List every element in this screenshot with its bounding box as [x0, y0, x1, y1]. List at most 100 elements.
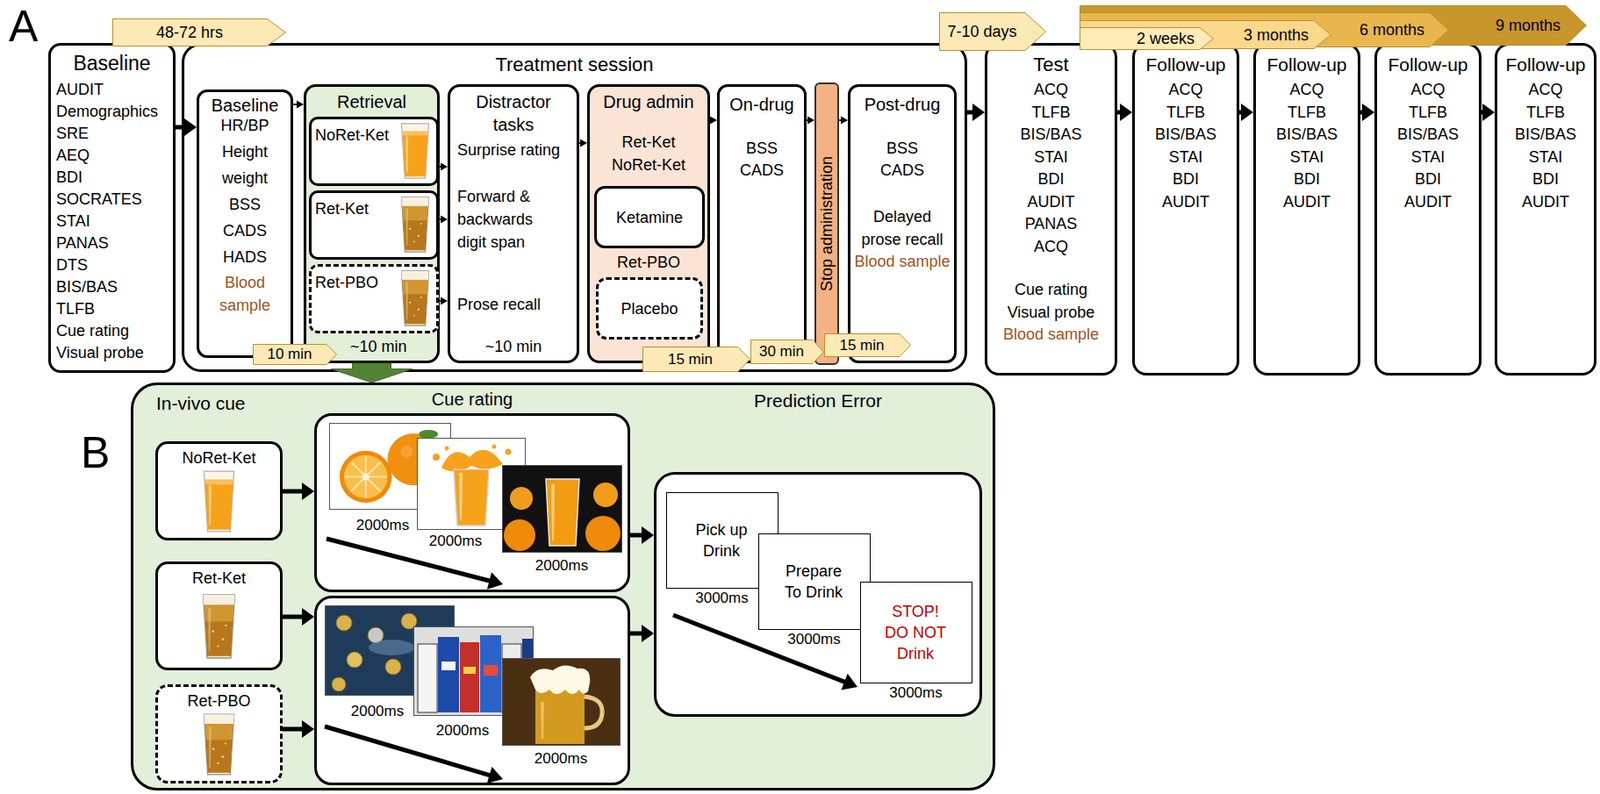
glass-picture: [397, 194, 433, 255]
node-text: BIS/BAS: [987, 123, 1115, 145]
slide-box: STOP! DO NOT Drink3000ms: [860, 581, 973, 684]
node-text: Forward & backwards digit span: [457, 185, 556, 254]
connector-arrow: [839, 116, 848, 125]
node-heading: 15 min: [824, 336, 900, 356]
node-text: HR/BP: [199, 114, 291, 137]
node-text: 2000ms: [525, 750, 596, 768]
node-heading: Baseline: [50, 50, 173, 76]
panel-letter: A: [8, 1, 38, 51]
node-text: HADS: [199, 246, 291, 268]
time-arrow: 15 min: [824, 333, 912, 358]
node-text: AUDIT: [56, 78, 171, 101]
node-heading: STOP! DO NOT Drink: [882, 601, 949, 665]
node-text: 3000ms: [667, 589, 777, 608]
node-text: AUDIT: [1497, 191, 1594, 213]
glass-picture: [199, 468, 239, 535]
node-text: ~10 min: [350, 336, 430, 358]
node-text: Surprise rating: [457, 139, 575, 161]
node-text: Visual probe: [56, 342, 171, 365]
node-text: CADS: [199, 220, 291, 242]
node-text: BSS: [850, 137, 955, 159]
process-box: Distractor tasksSurprise ratingForward &…: [447, 84, 580, 364]
node-text: TLFB: [1134, 101, 1237, 123]
process-box: Follow-upACQTLFBBIS/BASSTAIBDIAUDIT: [1132, 43, 1240, 376]
node-heading: Retrieval: [306, 90, 438, 114]
process-box: Follow-upACQTLFBBIS/BASSTAIBDIAUDIT: [1374, 43, 1482, 376]
node-heading: 10 min: [252, 344, 327, 365]
node-text: STAI: [56, 210, 171, 233]
node-text: AUDIT: [1377, 191, 1479, 213]
cue-photo: [502, 658, 621, 747]
node-heading: Ret-Ket: [157, 567, 280, 589]
node-text: ~10 min: [450, 336, 577, 358]
process-box: NoRet-Ket: [308, 116, 439, 187]
placebo-box: Ret-PBO: [155, 684, 283, 784]
time-arrow: 2 weeks: [1079, 27, 1214, 51]
time-arrow: 7-10 days: [939, 12, 1047, 51]
node-text: CADS: [719, 159, 804, 181]
node-text: 2000ms: [347, 516, 418, 535]
node-heading: Distractor tasks: [465, 90, 562, 137]
node-text: BDI: [1497, 168, 1594, 190]
node-text: Ret-PBO: [589, 251, 708, 273]
connector-arrow: [710, 116, 718, 125]
node-heading: Follow-up: [1497, 52, 1594, 78]
time-arrow: 48-72 hrs: [112, 18, 287, 47]
node-text: AUDIT: [1134, 191, 1237, 213]
connector-arrow: [438, 215, 448, 224]
process-box: BaselineHR/BPHeightweightBSSCADSHADSBloo…: [196, 89, 294, 359]
node-heading: NoRet-Ket: [315, 124, 396, 146]
node-text: CADS: [850, 159, 955, 181]
node-text: Blood sample: [987, 323, 1115, 345]
node-text: AUDIT: [987, 191, 1115, 213]
node-heading: Baseline: [199, 93, 291, 117]
glass-picture: [199, 588, 239, 665]
node-heading: 2000ms: [342, 703, 413, 721]
node-heading: In-vivo cue: [156, 392, 350, 416]
node-heading: 30 min: [750, 342, 813, 362]
node-heading: Ret-Ket: [315, 198, 396, 220]
connector-arrow: [282, 720, 315, 739]
node-text: Cue rating: [987, 279, 1115, 301]
node-text: PANAS: [987, 213, 1115, 235]
node-text: TLFB: [987, 101, 1115, 123]
node-heading: 48-72 hrs: [112, 22, 267, 43]
process-box: Cue rating2000ms2000ms2000ms: [314, 413, 631, 593]
node-text: SOCRATES: [56, 188, 171, 211]
node-heading: Follow-up: [1134, 52, 1237, 78]
node-heading: Test: [987, 52, 1115, 78]
node-text: BIS/BAS: [1497, 123, 1594, 145]
node-heading: Cue rating: [316, 388, 628, 410]
node-text: Demographics: [56, 100, 171, 123]
node-text: STAI: [1255, 146, 1358, 168]
stop-bar: Stop administration: [814, 82, 840, 366]
node-text: TLFB: [1255, 101, 1358, 123]
node-text: ACQ: [1497, 78, 1594, 101]
connector-arrow: [282, 608, 315, 626]
node-text: BDI: [987, 168, 1115, 190]
connector-arrow: [175, 118, 197, 137]
time-arrow: 30 min: [750, 339, 825, 365]
node-text: 2000ms: [420, 532, 491, 551]
node-text: weight: [199, 167, 291, 189]
connector-arrow: [1239, 103, 1254, 122]
node-heading: Prepare To Drink: [780, 560, 847, 603]
node-text: Cue rating: [56, 320, 171, 343]
connector-arrow: [438, 163, 448, 172]
retrieval-box: Retrieval~10 minNoRet-KetRet-KetRet-PBO: [303, 84, 440, 364]
node-text: BSS: [719, 137, 804, 159]
cue-photo: [502, 465, 623, 553]
node-heading: Prediction Error: [656, 389, 980, 413]
node-text: PANAS: [56, 232, 171, 255]
node-heading: NoRet-Ket: [157, 447, 280, 469]
node-text: AEQ: [56, 144, 171, 167]
node-text: ACQ: [987, 78, 1115, 101]
glass-picture: [397, 121, 433, 181]
process-box: Ret-Ket: [155, 561, 283, 671]
time-arrow: 15 min: [642, 346, 751, 373]
node-text: BSS: [199, 193, 291, 216]
node-heading: Treatment session: [184, 52, 965, 78]
node-heading: Pick up Drink: [688, 519, 755, 562]
placebo-box: Placebo: [595, 277, 704, 340]
node-text: BIS/BAS: [1255, 123, 1358, 145]
